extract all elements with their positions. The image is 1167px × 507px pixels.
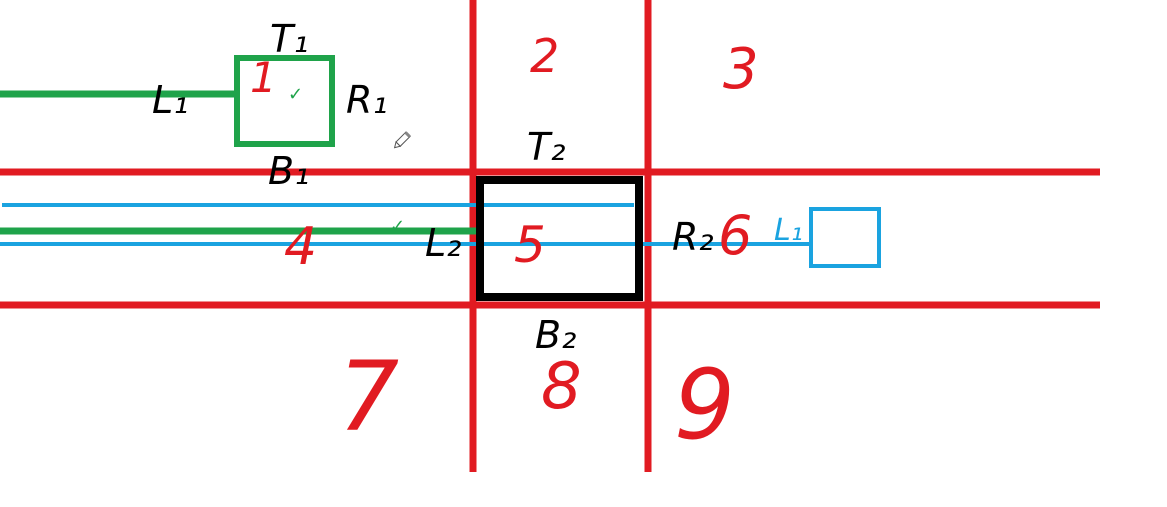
green-box xyxy=(234,55,335,147)
region-number-8: 8 xyxy=(541,350,582,424)
region-number-7: 7 xyxy=(338,341,399,453)
label-r2: R₂ xyxy=(672,215,714,259)
green-check-middle: ✓ xyxy=(390,216,405,237)
region-numbers: 1 2 3 4 5 6 7 8 9 xyxy=(250,29,759,461)
pencil-icon xyxy=(393,131,411,149)
green-object xyxy=(0,55,482,235)
region-number-2: 2 xyxy=(530,29,559,83)
label-l1: L₁ xyxy=(152,78,188,122)
label-b2: B₂ xyxy=(535,313,576,357)
label-r1: R₁ xyxy=(346,78,388,122)
region-number-9: 9 xyxy=(674,349,735,461)
region-number-5: 5 xyxy=(514,216,546,274)
label-t1: T₁ xyxy=(270,17,308,61)
region-grid xyxy=(0,0,1100,472)
region-number-6: 6 xyxy=(718,204,752,267)
boundary-labels: T₁ L₁ R₁ B₁ T₂ L₂ R₂ B₂ xyxy=(152,17,714,357)
label-blue-l1: L₁ xyxy=(774,213,803,248)
blue-box xyxy=(809,207,881,268)
blue-object xyxy=(0,203,881,268)
black-box xyxy=(476,176,643,301)
label-t2: T₂ xyxy=(527,125,565,169)
label-l2: L₂ xyxy=(425,221,461,265)
label-b1: B₁ xyxy=(268,149,309,193)
region-number-4: 4 xyxy=(284,217,317,277)
region-number-3: 3 xyxy=(723,37,759,102)
green-check-top: ✓ xyxy=(288,84,303,105)
region-number-1: 1 xyxy=(250,53,277,102)
